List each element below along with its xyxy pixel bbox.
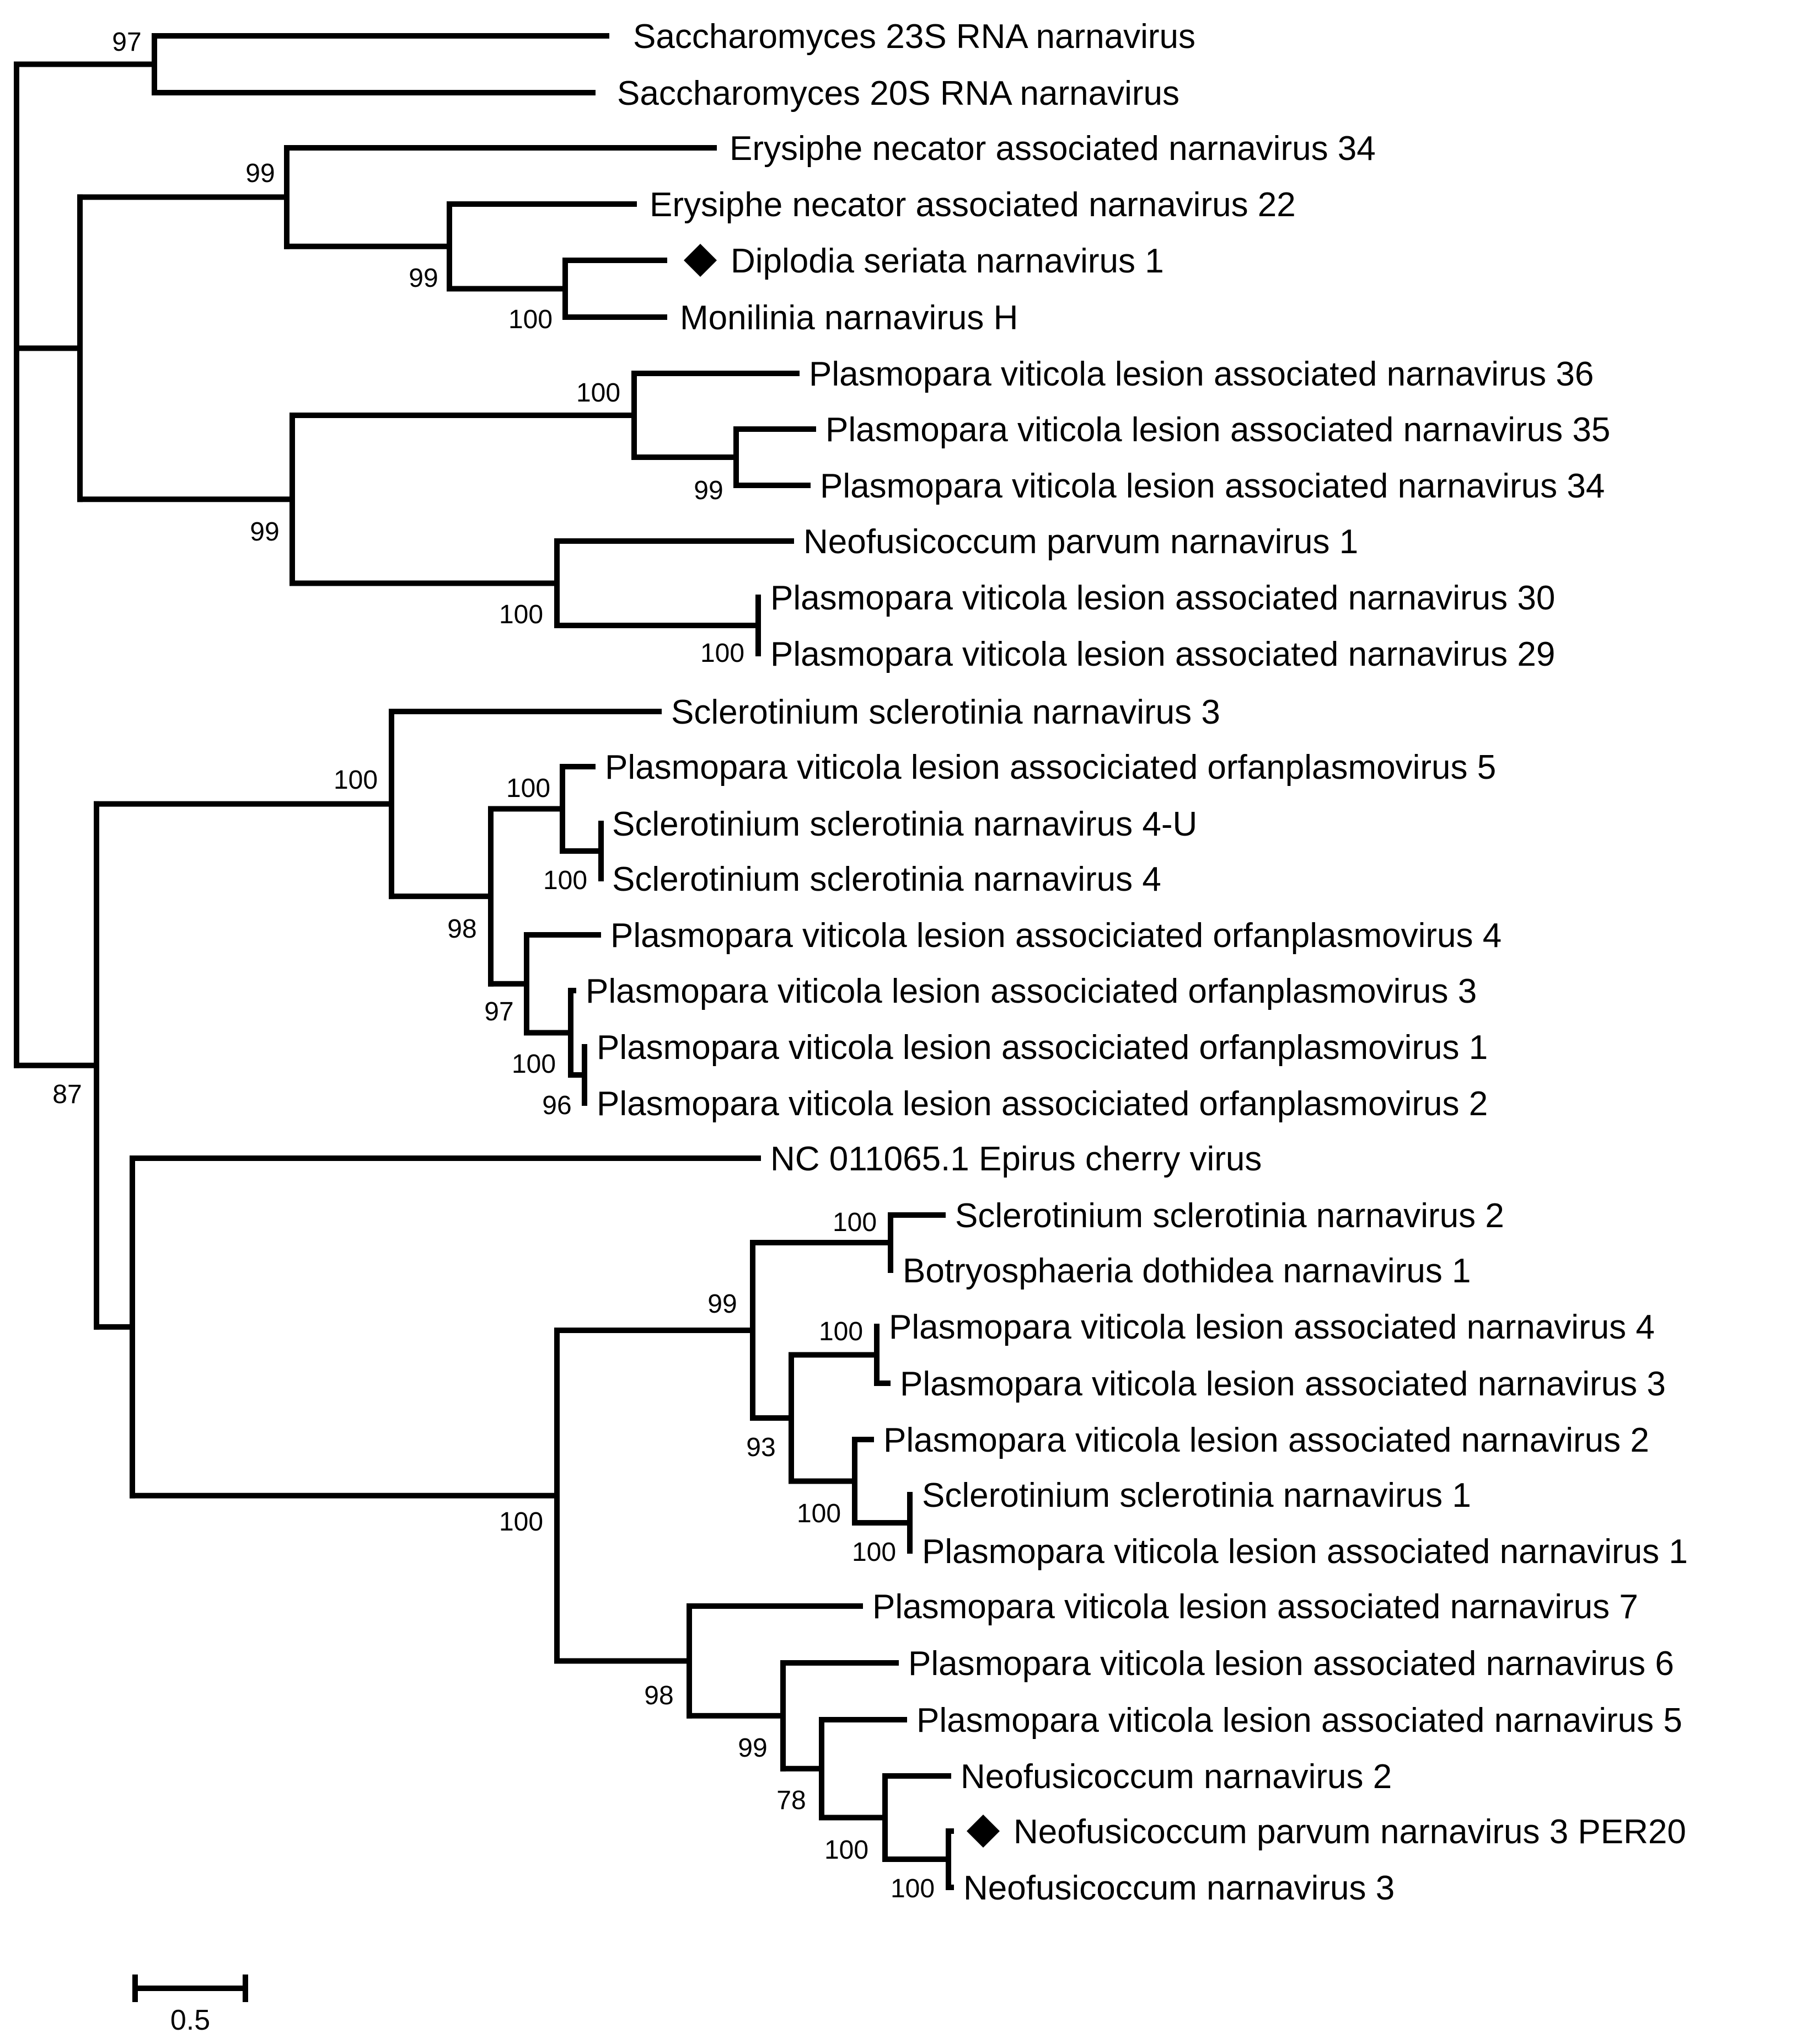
bootstrap-value: 93: [746, 1433, 775, 1462]
bootstrap-value: 97: [484, 997, 513, 1026]
taxon-label: Sclerotinium sclerotinia narnavirus 3: [671, 693, 1220, 731]
tree-branches: [14, 33, 954, 1890]
bootstrap-value: 99: [250, 517, 279, 547]
diamond-marker-icon: [684, 244, 717, 277]
taxon-label: Plasmopara viticola lesion associated na…: [770, 635, 1555, 673]
bootstrap-value: 87: [52, 1080, 82, 1109]
taxon-label: Plasmopara viticola lesion associated na…: [809, 355, 1594, 393]
taxon-label: Diplodia seriata narnavirus 1: [731, 242, 1164, 280]
bootstrap-values: 97 99 99 100 100 99 99 100 100 87 100 100 100 98 97 100…: [52, 28, 935, 1903]
taxon-label: Neofusicoccum narnavirus 3: [963, 1869, 1395, 1907]
taxon-label: Saccharomyces 23S RNA narnavirus: [633, 18, 1195, 56]
taxon-label: Saccharomyces 20S RNA narnavirus: [617, 74, 1179, 113]
taxon-label: Sclerotinium sclerotinia narnavirus 4-U: [612, 805, 1197, 843]
scale-bar-label: 0.5: [170, 2004, 210, 2036]
bootstrap-value: 100: [824, 1836, 868, 1865]
bootstrap-value: 100: [543, 866, 587, 895]
taxon-label: NC 011065.1 Epirus cherry virus: [770, 1140, 1262, 1178]
bootstrap-value: 99: [707, 1289, 737, 1319]
taxon-label: Erysiphe necator associated narnavirus 2…: [650, 186, 1296, 224]
taxon-label: Plasmopara viticola lesion associciated …: [586, 972, 1477, 1010]
taxon-label: Plasmopara viticola lesion associated na…: [922, 1533, 1688, 1571]
scale-bar: 0.5: [132, 1975, 248, 2036]
taxon-label: Sclerotinium sclerotinia narnavirus 4: [612, 860, 1161, 898]
taxon-labels: Saccharomyces 23S RNA narnavirusSaccharo…: [586, 18, 1688, 1907]
taxon-label: Plasmopara viticola lesion associated na…: [889, 1308, 1655, 1346]
taxon-label: Plasmopara viticola lesion associated na…: [883, 1421, 1649, 1459]
taxon-label: Plasmopara viticola lesion associated na…: [908, 1645, 1674, 1683]
bootstrap-value: 100: [797, 1499, 841, 1528]
bootstrap-value: 100: [833, 1208, 877, 1237]
taxon-label: Erysiphe necator associated narnavirus 3…: [730, 130, 1376, 168]
bootstrap-value: 78: [776, 1786, 806, 1815]
bootstrap-value: 100: [506, 774, 550, 803]
taxon-label: Neofusicoccum parvum narnavirus 1: [803, 523, 1358, 561]
bootstrap-value: 97: [112, 28, 141, 57]
bootstrap-value: 100: [891, 1874, 935, 1903]
taxon-label: Monilinia narnavirus H: [680, 299, 1018, 337]
bootstrap-value: 100: [576, 378, 620, 408]
taxon-label: Sclerotinium sclerotinia narnavirus 1: [922, 1476, 1471, 1515]
taxon-label: Neofusicoccum parvum narnavirus 3 PER20: [1014, 1813, 1686, 1851]
bootstrap-value: 100: [852, 1538, 896, 1567]
taxon-label: Plasmopara viticola lesion associated na…: [900, 1365, 1666, 1403]
bootstrap-value: 98: [447, 914, 476, 944]
bootstrap-value: 100: [508, 305, 553, 334]
taxon-label: Plasmopara viticola lesion associated na…: [770, 579, 1555, 617]
bootstrap-value: 96: [542, 1091, 571, 1120]
bootstrap-value: 100: [334, 766, 378, 795]
bootstrap-value: 98: [644, 1681, 673, 1710]
bootstrap-value: 100: [819, 1317, 863, 1346]
bootstrap-value: 100: [499, 600, 543, 629]
taxon-label: Plasmopara viticola lesion associated na…: [825, 411, 1610, 449]
bootstrap-value: 99: [738, 1733, 767, 1763]
bootstrap-value: 99: [694, 476, 723, 505]
taxon-label: Plasmopara viticola lesion associciated …: [605, 748, 1496, 786]
diamond-marker-icon: [967, 1815, 1000, 1848]
bootstrap-value: 99: [245, 159, 275, 188]
taxon-label: Plasmopara viticola lesion associciated …: [597, 1085, 1488, 1123]
taxon-label: Plasmopara viticola lesion associciated …: [597, 1029, 1488, 1067]
taxon-label: Plasmopara viticola lesion associated na…: [820, 467, 1605, 505]
bootstrap-value: 100: [700, 639, 744, 668]
bootstrap-value: 100: [499, 1507, 543, 1537]
taxon-label: Neofusicoccum narnavirus 2: [961, 1758, 1392, 1796]
taxon-label: Plasmopara viticola lesion associated na…: [872, 1588, 1638, 1626]
taxon-label: Botryosphaeria dothidea narnavirus 1: [903, 1252, 1471, 1290]
taxon-label: Plasmopara viticola lesion associated na…: [916, 1701, 1682, 1740]
bootstrap-value: 100: [512, 1050, 556, 1079]
taxon-label: Sclerotinium sclerotinia narnavirus 2: [955, 1197, 1504, 1235]
bootstrap-value: 99: [409, 264, 438, 293]
taxon-label: Plasmopara viticola lesion associciated …: [610, 917, 1502, 955]
